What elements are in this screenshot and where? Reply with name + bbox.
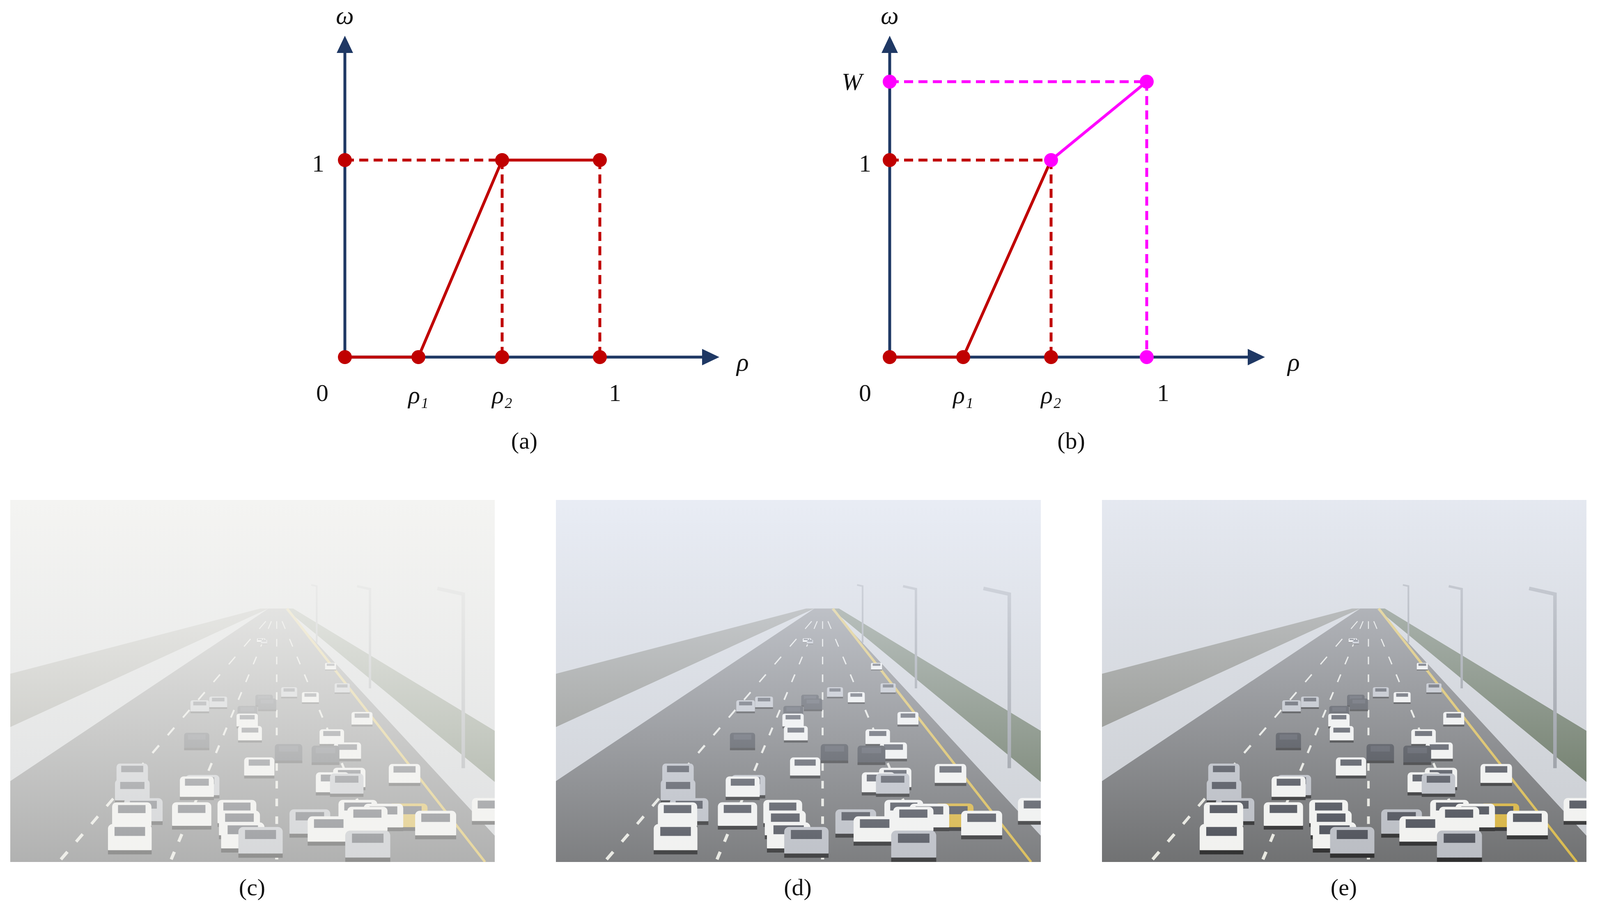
point-marker	[882, 153, 897, 168]
point-marker	[1044, 153, 1059, 168]
point-marker	[1044, 350, 1059, 365]
panel-label: (e)	[1330, 875, 1357, 900]
point-marker	[1139, 74, 1154, 89]
panel-label: (c)	[238, 875, 266, 900]
point-marker	[337, 153, 352, 168]
panel-label: (b)	[1057, 429, 1086, 453]
road-photo	[980, 500, 1600, 863]
point-marker	[495, 350, 510, 365]
plot-a	[336, 35, 720, 366]
guide-line	[1145, 81, 1149, 358]
axis-label: 1	[608, 380, 622, 406]
point-marker	[882, 350, 897, 365]
guide-line	[598, 160, 602, 358]
axis-arrowhead	[881, 35, 898, 53]
axis-label: ω	[335, 2, 354, 28]
axis-label: ω	[880, 2, 899, 28]
axis-label: ρ₁	[408, 382, 429, 408]
guide-line	[344, 158, 503, 162]
axis-label: 0	[858, 380, 872, 406]
axis-label: 1	[312, 151, 325, 176]
guide-line	[1049, 160, 1053, 358]
weight-curve	[889, 160, 1052, 358]
axis-label: ρ₂	[1040, 382, 1062, 408]
axis-label: 0	[316, 380, 329, 406]
axis-arrowhead	[1247, 348, 1265, 366]
axis-label: 1	[858, 151, 872, 176]
axis-label: ρ₂	[491, 382, 513, 408]
point-marker	[592, 153, 607, 168]
point-marker	[337, 350, 352, 365]
point-marker	[956, 350, 971, 365]
axis-label: ρ	[736, 349, 749, 375]
axis-label: ρ₁	[952, 382, 974, 408]
axis-arrowhead	[336, 35, 354, 53]
axis-label: W	[841, 69, 863, 95]
panel-label: (d)	[783, 875, 812, 900]
road-photo	[0, 500, 592, 863]
axis-arrowhead	[702, 348, 720, 366]
guide-line	[889, 80, 1147, 84]
y-axis	[888, 48, 892, 358]
axis-label: ρ	[1287, 349, 1300, 375]
panel-label: (a)	[511, 429, 538, 453]
plot-b	[881, 35, 1265, 366]
weight-curve	[344, 160, 600, 358]
point-marker	[495, 153, 510, 168]
weight-curve	[1051, 81, 1147, 161]
axis-label: 1	[1156, 380, 1170, 406]
point-marker	[592, 350, 607, 365]
guide-line	[889, 158, 1052, 162]
guide-line	[500, 160, 504, 358]
road-photo	[434, 500, 1138, 863]
y-axis	[343, 48, 347, 358]
point-marker	[1139, 350, 1154, 365]
point-marker	[882, 74, 897, 89]
point-marker	[411, 350, 426, 365]
